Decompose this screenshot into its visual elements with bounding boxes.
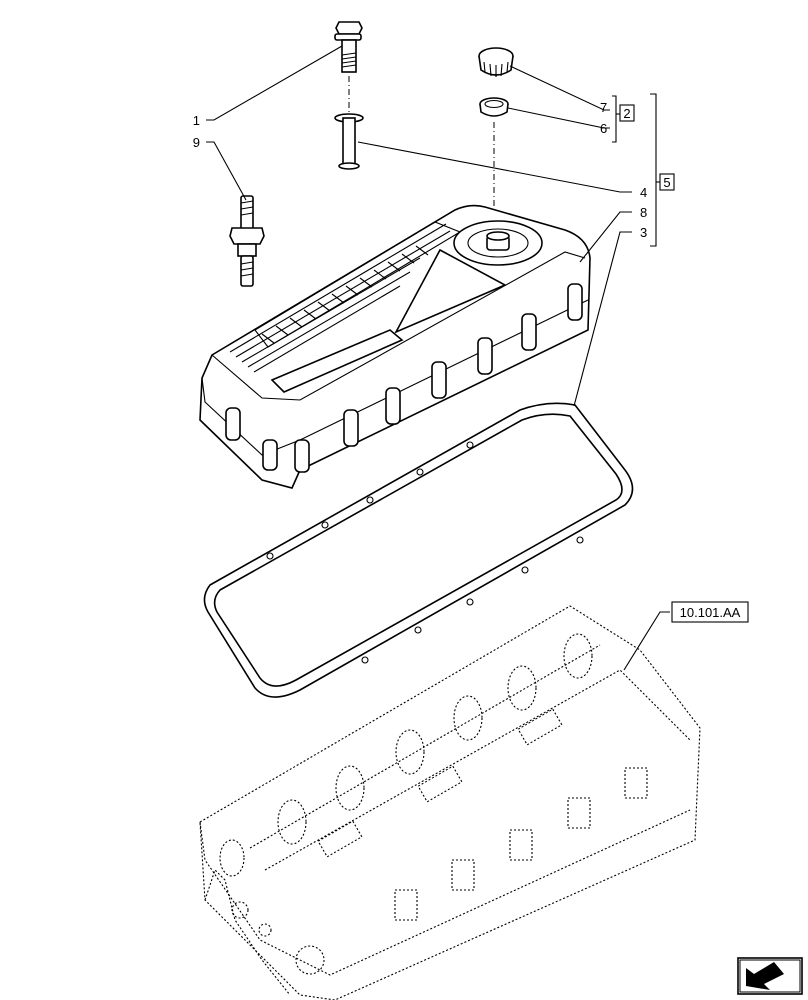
callout-5: 5 [663,175,670,190]
brackets [612,93,660,247]
seal-ring-part [479,97,509,117]
filler-cap-part [478,47,514,77]
gasket-part [203,402,634,698]
callout-8: 8 [640,205,647,220]
callout-2-box [619,104,635,122]
callout-7: 7 [600,100,607,115]
leader-lines [206,45,670,671]
callout-3: 3 [640,225,647,240]
reference-box[interactable] [671,601,749,623]
cylinder-head-phantom [199,605,701,1000]
callout-5-box [659,173,675,191]
spacer-sleeve-part [334,113,364,170]
callout-2: 2 [623,106,630,121]
callout-6: 6 [600,121,607,136]
callout-1: 1 [193,113,200,128]
bolt-part [334,21,363,73]
reference-label[interactable]: 10.101.AA [680,605,741,620]
arrow-nav-icon[interactable] [737,957,803,995]
callout-9: 9 [193,135,200,150]
callout-4: 4 [640,185,647,200]
valve-cover-part [199,204,591,489]
stud-part [229,195,265,287]
